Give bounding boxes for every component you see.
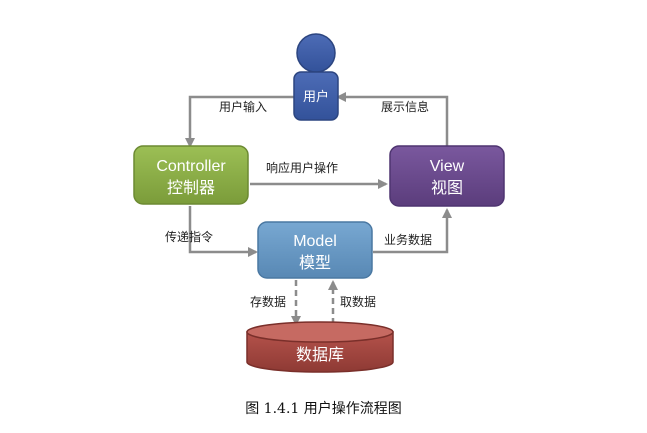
edge-view-to-user bbox=[336, 92, 449, 146]
user-head-icon bbox=[296, 33, 336, 73]
view-title: View bbox=[430, 158, 465, 175]
database-cylinder-body bbox=[246, 331, 394, 373]
edge-label-pass-command: 传递指令 bbox=[165, 229, 213, 244]
user-body bbox=[293, 71, 339, 121]
edge-label-respond-operation: 响应用户操作 bbox=[266, 160, 338, 175]
controller-subtitle: 控制器 bbox=[167, 179, 215, 197]
user-label: 用户 bbox=[303, 89, 329, 104]
database-label: 数据库 bbox=[296, 346, 344, 364]
view-subtitle: 视图 bbox=[431, 179, 463, 197]
database-cylinder-top bbox=[246, 321, 394, 343]
controller-title: Controller bbox=[156, 158, 226, 175]
node-controller: Controller 控制器 bbox=[133, 145, 249, 205]
node-database: 数据库 bbox=[246, 321, 394, 373]
node-user: 用户 bbox=[293, 33, 339, 121]
edge-label-business-data: 业务数据 bbox=[384, 232, 432, 247]
node-model: Model 模型 bbox=[257, 221, 373, 279]
model-subtitle: 模型 bbox=[299, 254, 331, 272]
edge-model-to-view bbox=[373, 208, 452, 254]
edge-user-to-controller bbox=[185, 95, 294, 148]
edge-controller-to-model bbox=[188, 206, 258, 257]
edge-label-fetch-data: 取数据 bbox=[340, 294, 376, 309]
edge-label-store-data: 存数据 bbox=[250, 294, 286, 309]
node-view: View 视图 bbox=[389, 145, 505, 207]
figure-caption: 图 1.4.1 用户操作流程图 bbox=[245, 401, 402, 417]
model-title: Model bbox=[293, 233, 337, 250]
edge-label-show-info: 展示信息 bbox=[381, 99, 429, 114]
edge-label-user-input: 用户输入 bbox=[219, 99, 267, 114]
